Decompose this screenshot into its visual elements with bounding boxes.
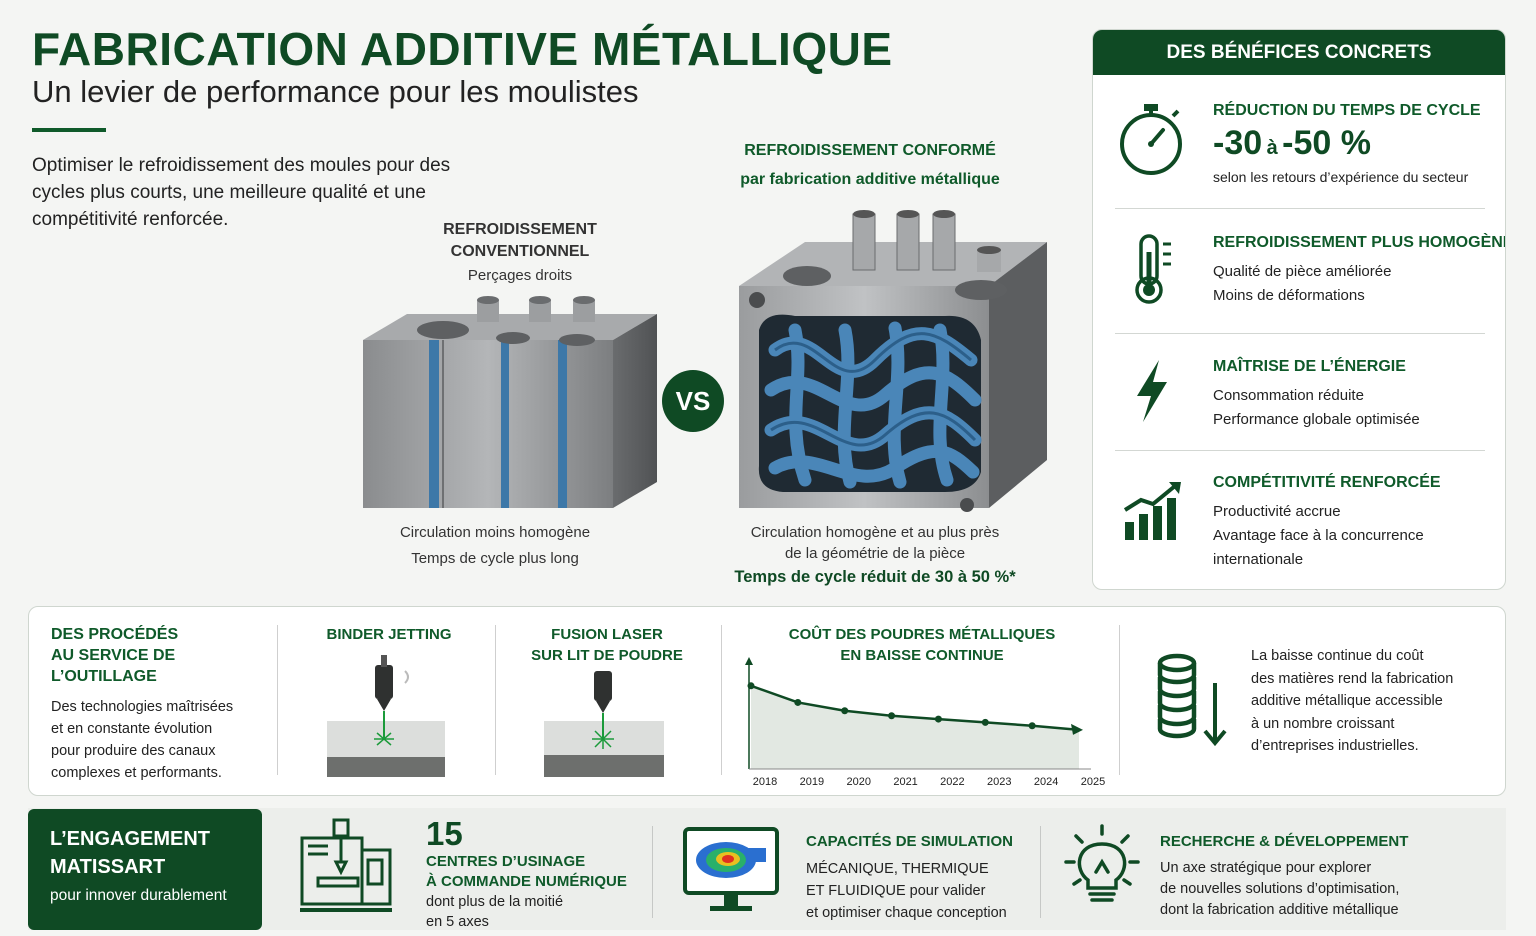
conformal-highlight: Temps de cycle réduit de 30 à 50 %* — [734, 568, 1016, 586]
growth-chart-icon — [1123, 482, 1181, 540]
powder-cost-title: COÛT DES POUDRES MÉTALLIQUES EN BAISSE C… — [788, 626, 1056, 664]
x-tick-label: 2022 — [940, 776, 964, 788]
cycle-time-figure: -30 à -50 % — [1213, 124, 1371, 162]
lightning-icon — [1137, 360, 1167, 422]
intro-text: Optimiser le refroidissement des moules … — [32, 155, 451, 230]
simulation-block: CAPACITÉS DE SIMULATION MÉCANIQUE, THERM… — [806, 833, 1013, 921]
x-tick-label: 2023 — [987, 776, 1011, 788]
benefit-separator — [1115, 333, 1485, 334]
benefit-separator — [1115, 450, 1485, 451]
stopwatch-icon — [1120, 104, 1182, 175]
conventional-title: REFROIDISSEMENT CONVENTIONNEL — [443, 221, 597, 260]
benefits-heading: DES BÉNÉFICES CONCRETS — [1093, 30, 1505, 75]
chart-area — [751, 685, 1079, 769]
cnc-count: 15 — [426, 815, 463, 852]
lightbulb-icon — [1064, 824, 1140, 902]
conventional-caption: Circulation moins homogène Temps de cycl… — [399, 524, 591, 567]
x-tick-label: 2021 — [893, 776, 917, 788]
benefit-separator — [1115, 208, 1485, 209]
conformal-title: REFROIDISSEMENT CONFORMÉ — [744, 142, 996, 159]
laser-fusion-title: FUSION LASER SUR LIT DE POUDRE — [531, 626, 683, 664]
coins-down-icon — [1157, 653, 1227, 747]
rd-block: RECHERCHE & DÉVELOPPEMENT Un axe stratég… — [1160, 833, 1409, 918]
chart-point — [1028, 722, 1036, 730]
chart-line — [750, 684, 1080, 732]
chart-point — [888, 712, 896, 720]
vs-badge: VS — [662, 370, 724, 432]
x-tick-label: 2024 — [1034, 776, 1058, 788]
y-axis-arrow — [745, 657, 753, 665]
conformal-caption: Circulation homogène et au plus près de … — [750, 524, 1000, 562]
laser-fusion-icon — [544, 671, 664, 777]
chart-point — [841, 707, 849, 715]
benefit-competitiveness: COMPÉTITIVITÉ RENFORCÉE Productivité acc… — [1213, 474, 1441, 568]
x-tick-label: 2019 — [800, 776, 824, 788]
chart-point — [747, 682, 755, 690]
benefit-energy: MAÎTRISE DE L’ÉNERGIE Consommation rédui… — [1213, 358, 1420, 428]
x-tick-label: 2020 — [846, 776, 870, 788]
cnc-block: 15 CENTRES D’USINAGE À COMMANDE NUMÉRIQU… — [426, 815, 627, 931]
conventional-subtitle: Perçages droits — [467, 267, 573, 284]
x-tick-label: 2025 — [1081, 776, 1105, 788]
page-subtitle: Un levier de performance pour les moulis… — [32, 74, 639, 109]
benefits-panel: DES BÉNÉFICES CONCRETS RÉDUCTION DU TEMP… — [1092, 29, 1506, 590]
powder-cost-text: La baisse continue du coût des matières … — [1251, 648, 1454, 754]
powder-cost-chart: 2018 2019 2020 2021 2022 2023 2024 2025 — [745, 657, 1105, 788]
processes-heading: DES PROCÉDÉS AU SERVICE DE L’OUTILLAGE — [51, 626, 179, 685]
benefit-homogeneous-cooling: REFROIDISSEMENT PLUS HOMOGÈNE Qualité de… — [1213, 234, 1506, 304]
processes-text: Des technologies maîtrisées et en consta… — [51, 699, 234, 781]
engagement-card: L’ENGAGEMENT MATISSART pour innover dura… — [28, 809, 262, 930]
page-title: FABRICATION ADDITIVE MÉTALLIQUE — [32, 23, 893, 75]
chart-line-arrowhead — [1071, 723, 1083, 735]
title-underline — [32, 128, 106, 132]
cnc-machine-icon — [300, 818, 392, 912]
binder-jetting-title: BINDER JETTING — [326, 626, 452, 643]
chart-point — [981, 718, 989, 726]
binder-jetting-icon — [327, 655, 445, 777]
thermometer-icon — [1135, 234, 1171, 304]
x-tick-label: 2018 — [753, 776, 777, 788]
chart-point — [794, 698, 802, 706]
conformal-subtitle: par fabrication additive métallique — [740, 171, 1000, 188]
simulation-monitor-icon — [683, 827, 779, 911]
conventional-mold-illustration — [363, 296, 657, 508]
chart-point — [934, 715, 942, 723]
processes-band: DES PROCÉDÉS AU SERVICE DE L’OUTILLAGE D… — [28, 606, 1506, 796]
conformal-mold-illustration — [739, 210, 1047, 512]
benefit-cycle-time: RÉDUCTION DU TEMPS DE CYCLE -30 à -50 % … — [1213, 102, 1493, 189]
